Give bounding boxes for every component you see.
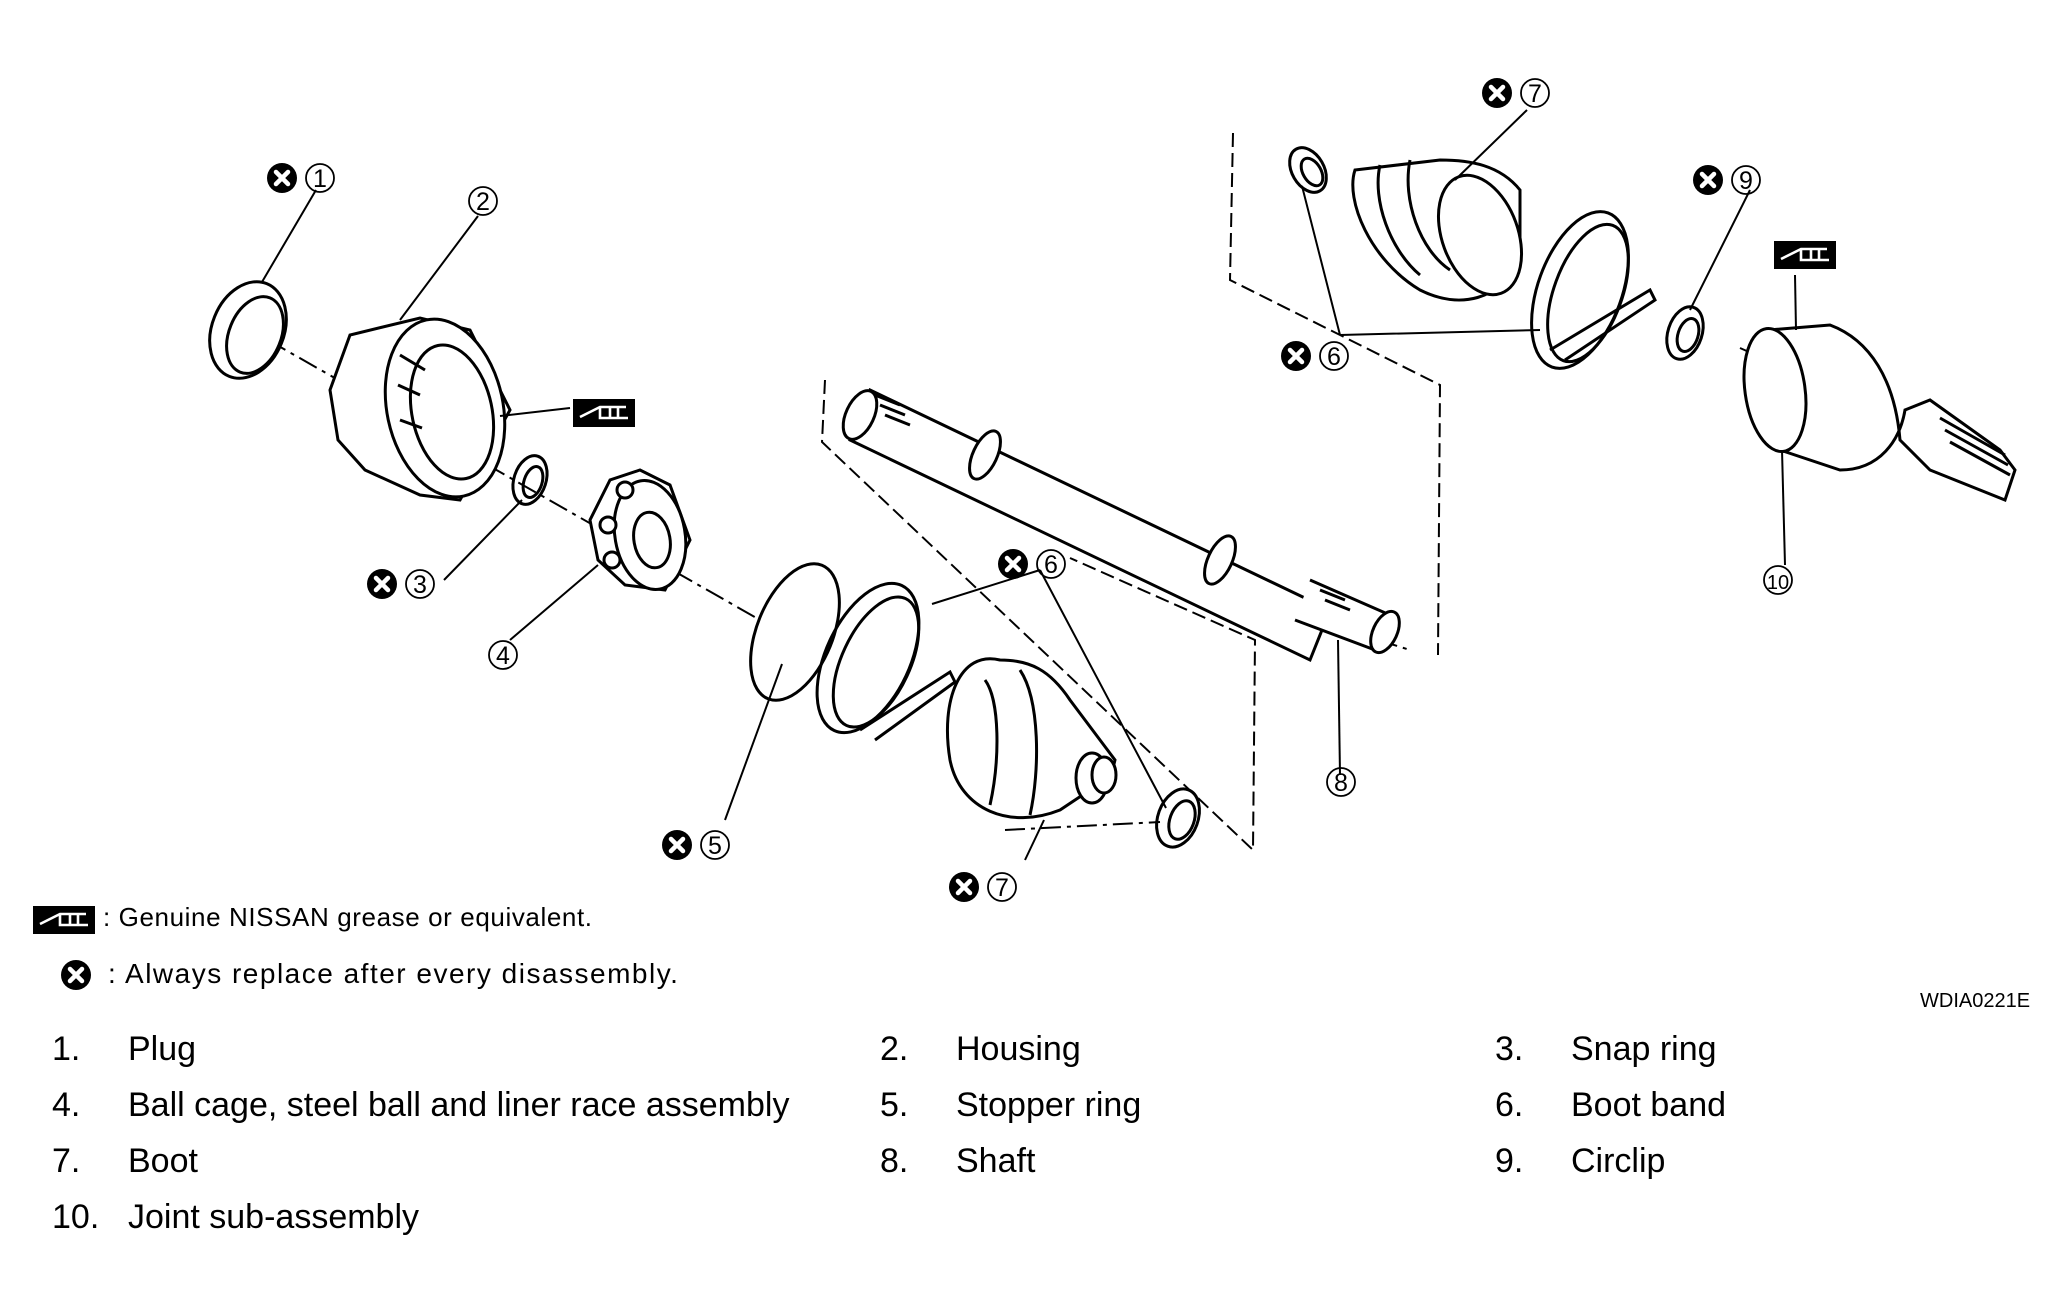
figure-code: WDIA0221E: [1920, 990, 2031, 1012]
part-name: Boot: [128, 1142, 198, 1180]
callout-number: 4: [496, 642, 510, 670]
callout-number: 5: [708, 832, 722, 860]
part-name: Housing: [956, 1030, 1081, 1068]
part-name: Ball cage, steel ball and liner race ass…: [128, 1086, 790, 1124]
grease-gun-icon: [1772, 239, 1838, 271]
stopper-ring-part: [749, 562, 841, 702]
callout-number: 7: [995, 874, 1009, 902]
ball-cage-part: [588, 468, 692, 592]
x-circle-icon: [1482, 78, 1512, 108]
left-bracket-line: [820, 379, 1257, 853]
plug-part: [208, 280, 288, 380]
part-number: 9.: [1495, 1142, 1524, 1180]
x-circle-icon: [949, 872, 979, 902]
part-number: 2.: [880, 1030, 909, 1068]
callout-number: 3: [413, 571, 427, 599]
callout-number: 9: [1739, 167, 1753, 195]
shaft-part: [841, 387, 1401, 663]
callout-number: 10: [1767, 572, 1789, 594]
housing-part: [328, 316, 512, 502]
x-circle-icon: [1281, 341, 1311, 371]
part-name: Boot band: [1571, 1086, 1727, 1124]
part-number: 8.: [880, 1142, 909, 1180]
x-circle-icon: [1693, 165, 1723, 195]
right-bracket-line: [1228, 132, 1442, 656]
part-number: 5.: [880, 1086, 909, 1124]
callout-number: 6: [1327, 343, 1341, 371]
callout-number: 1: [313, 165, 327, 193]
x-circle-icon: [662, 830, 692, 860]
parts-list: 1. Plug 2. Housing 3. Snap ring 4. Ball …: [0, 1030, 2060, 1290]
callout-markers: 1 2 3 4 5 6 6 7 7 8 9 10: [267, 78, 1793, 902]
part-number: 3.: [1495, 1030, 1524, 1068]
part-name: Shaft: [956, 1142, 1036, 1180]
part-number: 6.: [1495, 1086, 1524, 1124]
callout-number: 7: [1528, 80, 1542, 108]
part-name: Joint sub-assembly: [128, 1198, 420, 1236]
snap-ring-part: [511, 454, 549, 506]
x-circle-icon: [998, 549, 1028, 579]
part-name: Snap ring: [1571, 1030, 1717, 1068]
boot-right-part: [1351, 158, 1524, 302]
callout-number: 8: [1334, 769, 1348, 797]
leader-lines: [261, 109, 1797, 861]
callout-number: 2: [476, 188, 490, 216]
boot-band-small-right-part: [1288, 146, 1328, 194]
x-circle-icon: [267, 163, 297, 193]
joint-sub-assembly-part: [1742, 323, 2017, 502]
legend-grease-text: : Genuine NISSAN grease or equivalent.: [103, 902, 593, 932]
boot-left-part: [945, 657, 1118, 820]
part-name: Plug: [128, 1030, 197, 1068]
part-number: 4.: [52, 1086, 81, 1124]
boot-band-left-part: [815, 581, 957, 742]
boot-band-right-part: [1530, 210, 1657, 370]
part-number: 7.: [52, 1142, 81, 1180]
part-name: Circlip: [1571, 1142, 1666, 1180]
legend-replace-text: : Always replace after every disassembly…: [108, 958, 680, 989]
part-name: Stopper ring: [956, 1086, 1142, 1124]
circlip-part: [1665, 305, 1705, 361]
x-circle-icon: [367, 569, 397, 599]
grease-gun-icon: [571, 397, 637, 429]
callout-number: 6: [1044, 551, 1058, 579]
part-number: 1.: [52, 1030, 81, 1068]
part-number: 10.: [52, 1198, 100, 1236]
x-circle-icon: [61, 960, 91, 990]
grease-gun-icon: [31, 904, 97, 936]
